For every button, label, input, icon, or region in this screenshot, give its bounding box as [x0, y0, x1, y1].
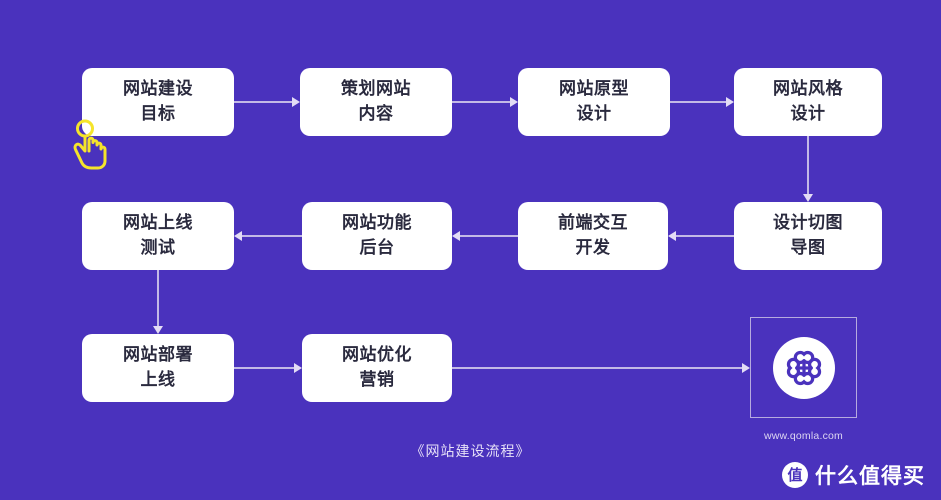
connector-n1-n2	[234, 101, 292, 103]
flow-node-9-line2: 上线	[140, 370, 176, 389]
flow-node-1-line2: 目标	[140, 104, 176, 123]
flow-node-6[interactable]: 前端交互 开发	[518, 202, 668, 270]
arrowhead-n6-n7	[452, 231, 460, 241]
flow-node-3[interactable]: 网站原型 设计	[518, 68, 670, 136]
connector-n5-n6	[676, 235, 734, 237]
flow-node-10-line1: 网站优化	[342, 345, 412, 365]
watermark: 值 什么值得买	[782, 460, 925, 490]
flow-node-4-line1: 网站风格	[773, 79, 843, 99]
connector-n7-n8	[242, 235, 302, 237]
flow-node-7[interactable]: 网站功能 后台	[302, 202, 452, 270]
watermark-badge-icon: 值	[782, 462, 808, 488]
connector-n6-n7	[460, 235, 518, 237]
flow-node-1[interactable]: 网站建设 目标	[82, 68, 234, 136]
flow-node-9[interactable]: 网站部署 上线	[82, 334, 234, 402]
connector-n9-n10	[234, 367, 294, 369]
arrowhead-n7-n8	[234, 231, 242, 241]
watermark-text: 什么值得买	[815, 465, 925, 488]
flow-node-7-line2: 后台	[359, 238, 395, 257]
flow-node-3-line2: 设计	[576, 104, 612, 123]
logo-circle	[772, 336, 835, 399]
flow-node-9-line1: 网站部署	[123, 345, 193, 365]
flow-node-5-line2: 导图	[790, 238, 826, 257]
connector-n4-n5	[807, 136, 809, 194]
arrowhead-n2-n3	[510, 97, 518, 107]
diagram-caption: 《网站建设流程》	[410, 443, 531, 459]
flow-node-6-line1: 前端交互	[558, 213, 628, 233]
flow-node-4[interactable]: 网站风格 设计	[734, 68, 882, 136]
qomla-knot-logo-icon	[786, 350, 821, 385]
flow-node-6-line2: 开发	[575, 238, 611, 257]
flow-node-7-line1: 网站功能	[342, 213, 412, 233]
flow-node-5[interactable]: 设计切图 导图	[734, 202, 882, 270]
arrowhead-n9-n10	[294, 363, 302, 373]
logo-panel	[750, 317, 857, 418]
flow-node-2[interactable]: 策划网站 内容	[300, 68, 452, 136]
connector-n8-n9	[157, 270, 159, 326]
arrowhead-n4-n5	[803, 194, 813, 202]
flow-node-8-line1: 网站上线	[123, 213, 193, 233]
arrowhead-n10-logo	[742, 363, 750, 373]
flow-node-3-line1: 网站原型	[559, 79, 629, 99]
flow-node-10[interactable]: 网站优化 营销	[302, 334, 452, 402]
connector-n10-logo	[452, 367, 742, 369]
flow-node-2-line2: 内容	[358, 104, 394, 123]
flow-node-8-line2: 测试	[140, 238, 176, 257]
connector-n3-n4	[670, 101, 726, 103]
flow-node-5-line1: 设计切图	[773, 213, 843, 233]
tap-hand-cursor-icon	[73, 119, 107, 170]
flow-node-2-line1: 策划网站	[341, 79, 411, 99]
arrowhead-n3-n4	[726, 97, 734, 107]
flow-node-8[interactable]: 网站上线 测试	[82, 202, 234, 270]
flow-node-1-line1: 网站建设	[123, 79, 193, 99]
arrowhead-n5-n6	[668, 231, 676, 241]
flow-node-4-line2: 设计	[790, 104, 826, 123]
connector-n2-n3	[452, 101, 510, 103]
logo-url-text: www.qomla.com	[763, 430, 844, 442]
flow-node-10-line2: 营销	[359, 370, 395, 389]
arrowhead-n8-n9	[153, 326, 163, 334]
arrowhead-n1-n2	[292, 97, 300, 107]
